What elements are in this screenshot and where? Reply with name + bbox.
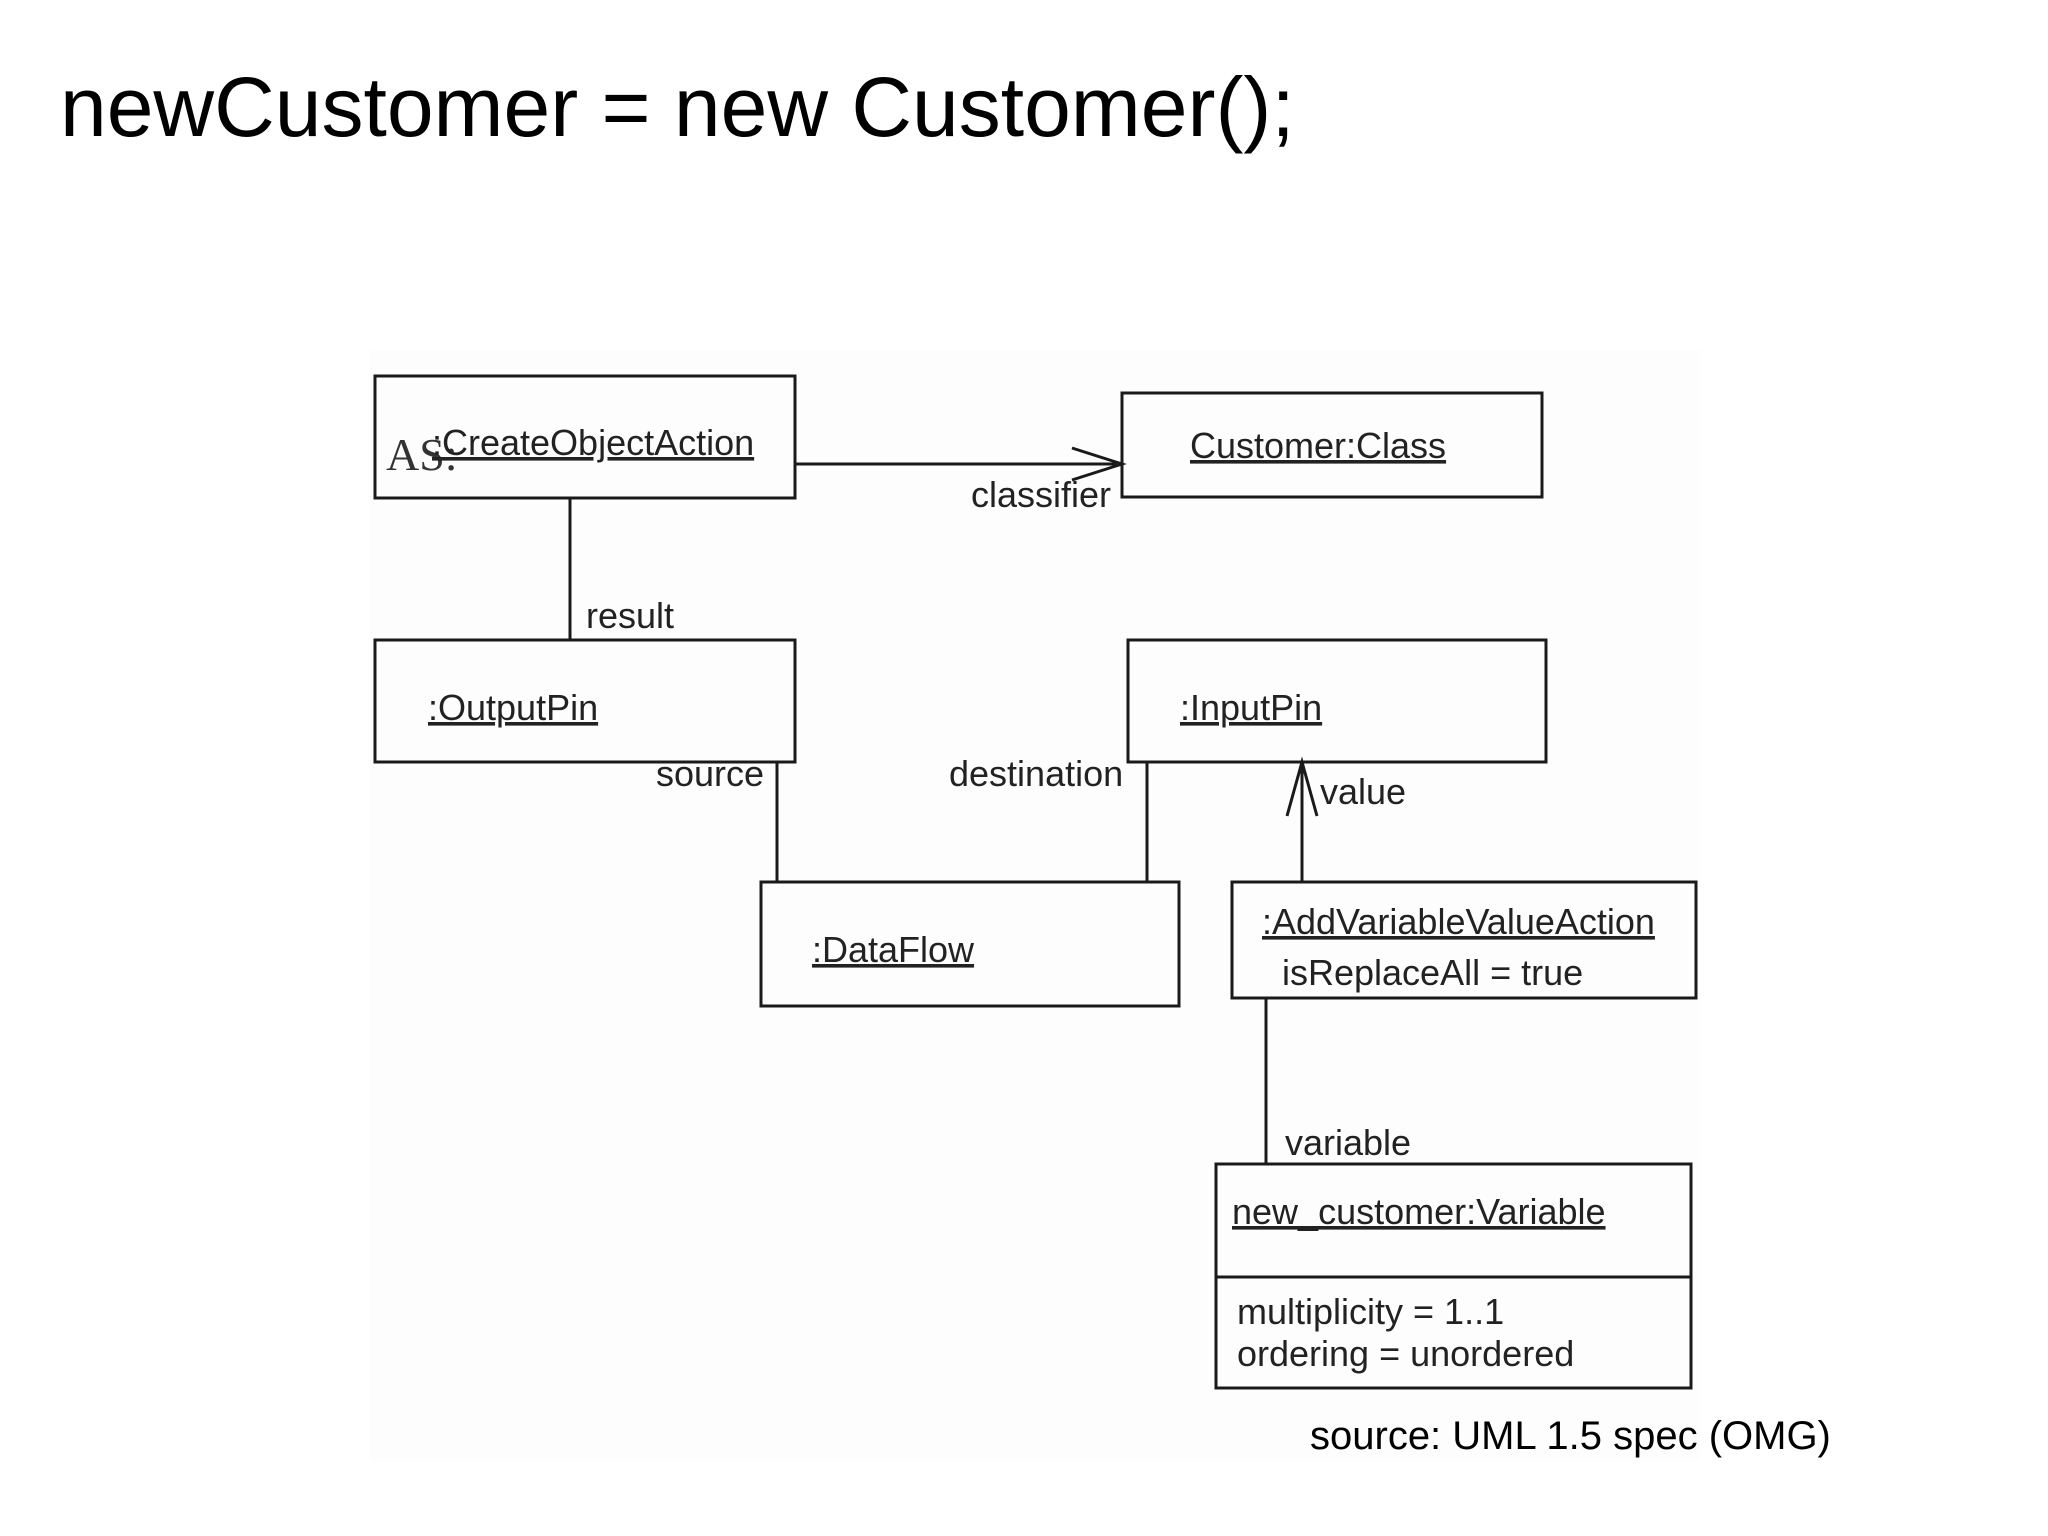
classifier-role-label: classifier: [971, 474, 1111, 515]
multiplicity-attribute: multiplicity = 1..1: [1237, 1291, 1504, 1332]
diagram-background: [370, 350, 1700, 1460]
value-role-label: value: [1320, 771, 1406, 812]
customer-class-label: Customer:Class: [1190, 425, 1446, 466]
ordering-attribute: ordering = unordered: [1237, 1333, 1574, 1374]
source-note: source: UML 1.5 spec (OMG): [1310, 1414, 1831, 1458]
data-flow-label: :DataFlow: [812, 929, 975, 970]
value-arrowhead: [1285, 756, 1319, 817]
output-pin-label: :OutputPin: [428, 687, 598, 728]
input-pin-label: :InputPin: [1180, 687, 1322, 728]
destination-role-label: destination: [949, 753, 1123, 794]
add-variable-value-action-box: [1230, 880, 1698, 1000]
input-pin-box: [1126, 638, 1548, 764]
new-customer-variable-label: new_customer:Variable: [1232, 1191, 1606, 1232]
classifier-arrowhead: [1071, 446, 1127, 482]
add-variable-value-action-label: :AddVariableValueAction: [1262, 901, 1655, 942]
create-object-action-label: :CreateObjectAction: [432, 422, 754, 463]
output-pin-box: [373, 638, 797, 764]
slide-title: newCustomer = new Customer();: [60, 60, 1295, 154]
data-flow-box: [759, 880, 1181, 1008]
is-replace-all-attribute: isReplaceAll = true: [1282, 952, 1583, 993]
variable-role-label: variable: [1285, 1122, 1411, 1163]
customer-class-box: [1120, 391, 1544, 499]
create-object-action-prefix: AS:: [386, 429, 458, 480]
result-role-label: result: [586, 595, 674, 636]
source-role-label: source: [656, 753, 764, 794]
create-object-action-box: [373, 374, 797, 500]
